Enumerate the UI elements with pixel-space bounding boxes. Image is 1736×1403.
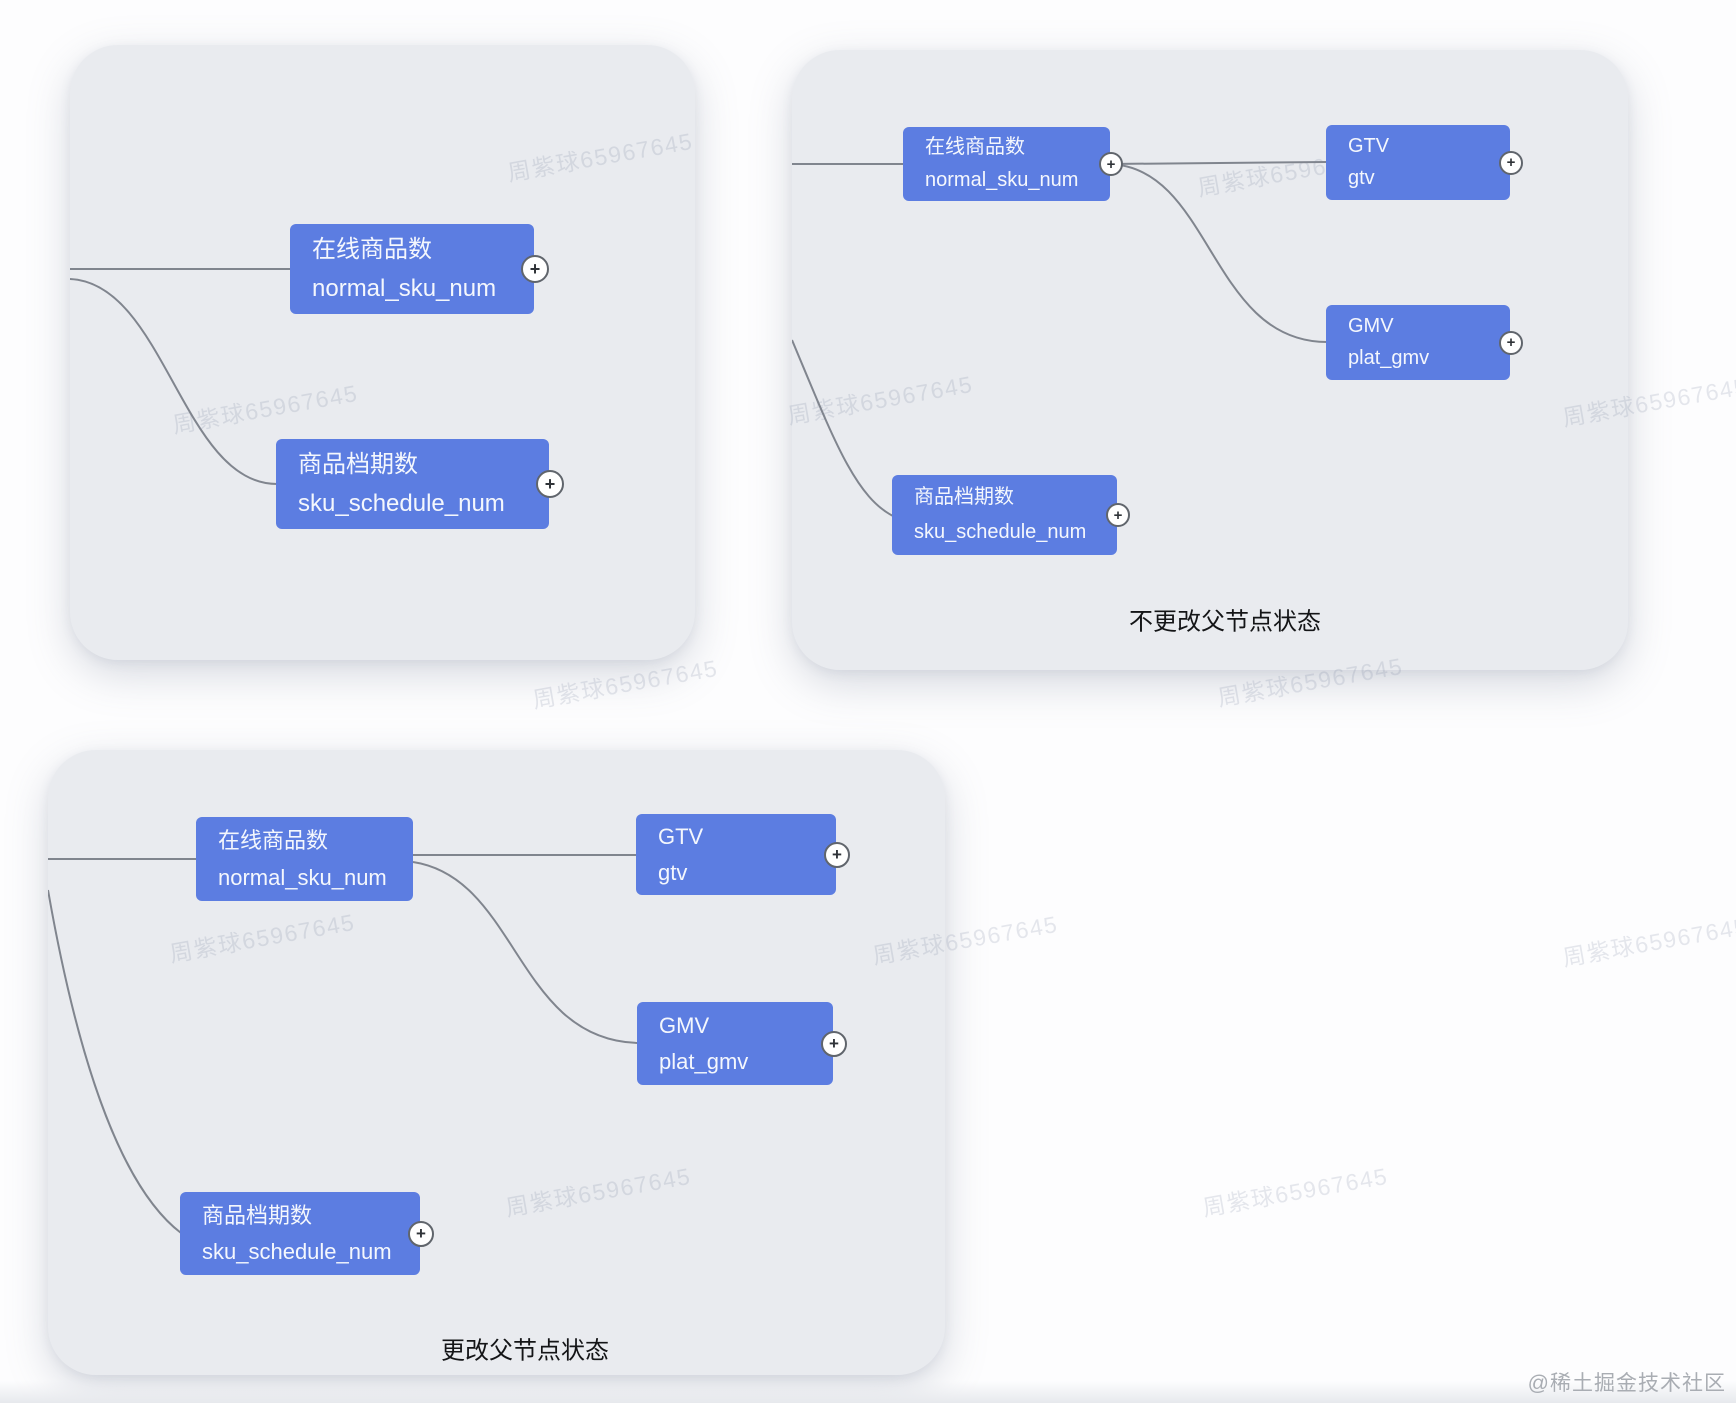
plus-glyph: + bbox=[1113, 506, 1123, 524]
node-title: 在线商品数 bbox=[218, 828, 329, 854]
plus-glyph: + bbox=[1506, 154, 1516, 171]
edge-lines bbox=[48, 854, 639, 1234]
panel-unchanged-parent-state: 在线商品数 normal_sku_num + GTV gtv + GMV pla… bbox=[792, 50, 1628, 670]
node-normal-sku-num[interactable]: 在线商品数 normal_sku_num + bbox=[290, 224, 549, 314]
expand-plus-icon[interactable]: + bbox=[1099, 152, 1123, 176]
caption-changed-parent: 更改父节点状态 bbox=[441, 1337, 609, 1365]
node-gmv[interactable]: GMV plat_gmv + bbox=[1326, 305, 1523, 380]
watermark-text: 周紫球65967645 bbox=[1560, 912, 1736, 972]
plus-glyph: + bbox=[544, 473, 556, 494]
panel-changed-parent-state: 在线商品数 normal_sku_num GTV gtv + GMV plat_… bbox=[48, 750, 945, 1375]
plus-glyph: + bbox=[1106, 155, 1116, 173]
node-title: GMV bbox=[659, 1012, 710, 1038]
expand-plus-icon[interactable]: + bbox=[1499, 330, 1523, 355]
node-gmv[interactable]: GMV plat_gmv + bbox=[637, 1002, 847, 1085]
node-title: 在线商品数 bbox=[925, 136, 1025, 159]
node-title: GMV bbox=[1348, 314, 1394, 337]
node-title: GTV bbox=[1348, 134, 1390, 157]
node-normal-sku-num[interactable]: 在线商品数 normal_sku_num + bbox=[903, 127, 1123, 201]
plus-glyph: + bbox=[829, 1033, 839, 1053]
expand-plus-icon[interactable]: + bbox=[536, 470, 564, 498]
node-sku-schedule-num[interactable]: 商品档期数 sku_schedule_num + bbox=[276, 439, 564, 529]
plus-glyph: + bbox=[1506, 334, 1516, 351]
expand-plus-icon[interactable]: + bbox=[821, 1030, 847, 1057]
watermark-credit: @稀土掘金技术社区 bbox=[1527, 1372, 1726, 1395]
node-title: 商品档期数 bbox=[914, 486, 1014, 509]
caption-unchanged-parent: 不更改父节点状态 bbox=[1129, 608, 1321, 636]
expand-plus-icon[interactable]: + bbox=[1499, 150, 1523, 175]
watermark-text: 周紫球65967645 bbox=[1200, 1162, 1391, 1222]
node-sku-schedule-num[interactable]: 商品档期数 sku_schedule_num + bbox=[180, 1192, 434, 1275]
panel-collapsed-state: 在线商品数 normal_sku_num + 商品档期数 sku_schedul… bbox=[70, 45, 695, 660]
node-id: normal_sku_num bbox=[312, 274, 497, 302]
plus-glyph: + bbox=[832, 844, 842, 864]
plus-glyph: + bbox=[529, 258, 541, 279]
node-title: 商品档期数 bbox=[202, 1202, 313, 1228]
node-id: plat_gmv bbox=[1348, 347, 1430, 370]
node-id: sku_schedule_num bbox=[298, 489, 505, 517]
node-title: GTV bbox=[658, 824, 704, 850]
expand-plus-icon[interactable]: + bbox=[824, 841, 850, 868]
page-bottom-shade bbox=[0, 1381, 1736, 1403]
node-id: gtv bbox=[1348, 167, 1375, 190]
node-id: normal_sku_num bbox=[925, 168, 1079, 191]
expand-plus-icon[interactable]: + bbox=[408, 1220, 434, 1247]
node-sku-schedule-num[interactable]: 商品档期数 sku_schedule_num + bbox=[892, 475, 1130, 555]
expand-plus-icon[interactable]: + bbox=[1106, 503, 1130, 527]
node-id: plat_gmv bbox=[659, 1048, 749, 1074]
expand-plus-icon[interactable]: + bbox=[521, 255, 549, 283]
node-id: sku_schedule_num bbox=[914, 520, 1087, 543]
node-gtv[interactable]: GTV gtv + bbox=[1326, 125, 1523, 200]
edge-lines bbox=[792, 161, 1328, 517]
node-title: 在线商品数 bbox=[312, 235, 432, 263]
node-id: gtv bbox=[658, 859, 688, 885]
edge-lines bbox=[70, 268, 291, 485]
node-id: sku_schedule_num bbox=[202, 1238, 392, 1264]
plus-glyph: + bbox=[416, 1223, 426, 1243]
node-title: 商品档期数 bbox=[298, 450, 418, 478]
node-gtv[interactable]: GTV gtv + bbox=[636, 814, 850, 895]
node-id: normal_sku_num bbox=[218, 864, 387, 890]
node-normal-sku-num[interactable]: 在线商品数 normal_sku_num bbox=[196, 817, 413, 901]
